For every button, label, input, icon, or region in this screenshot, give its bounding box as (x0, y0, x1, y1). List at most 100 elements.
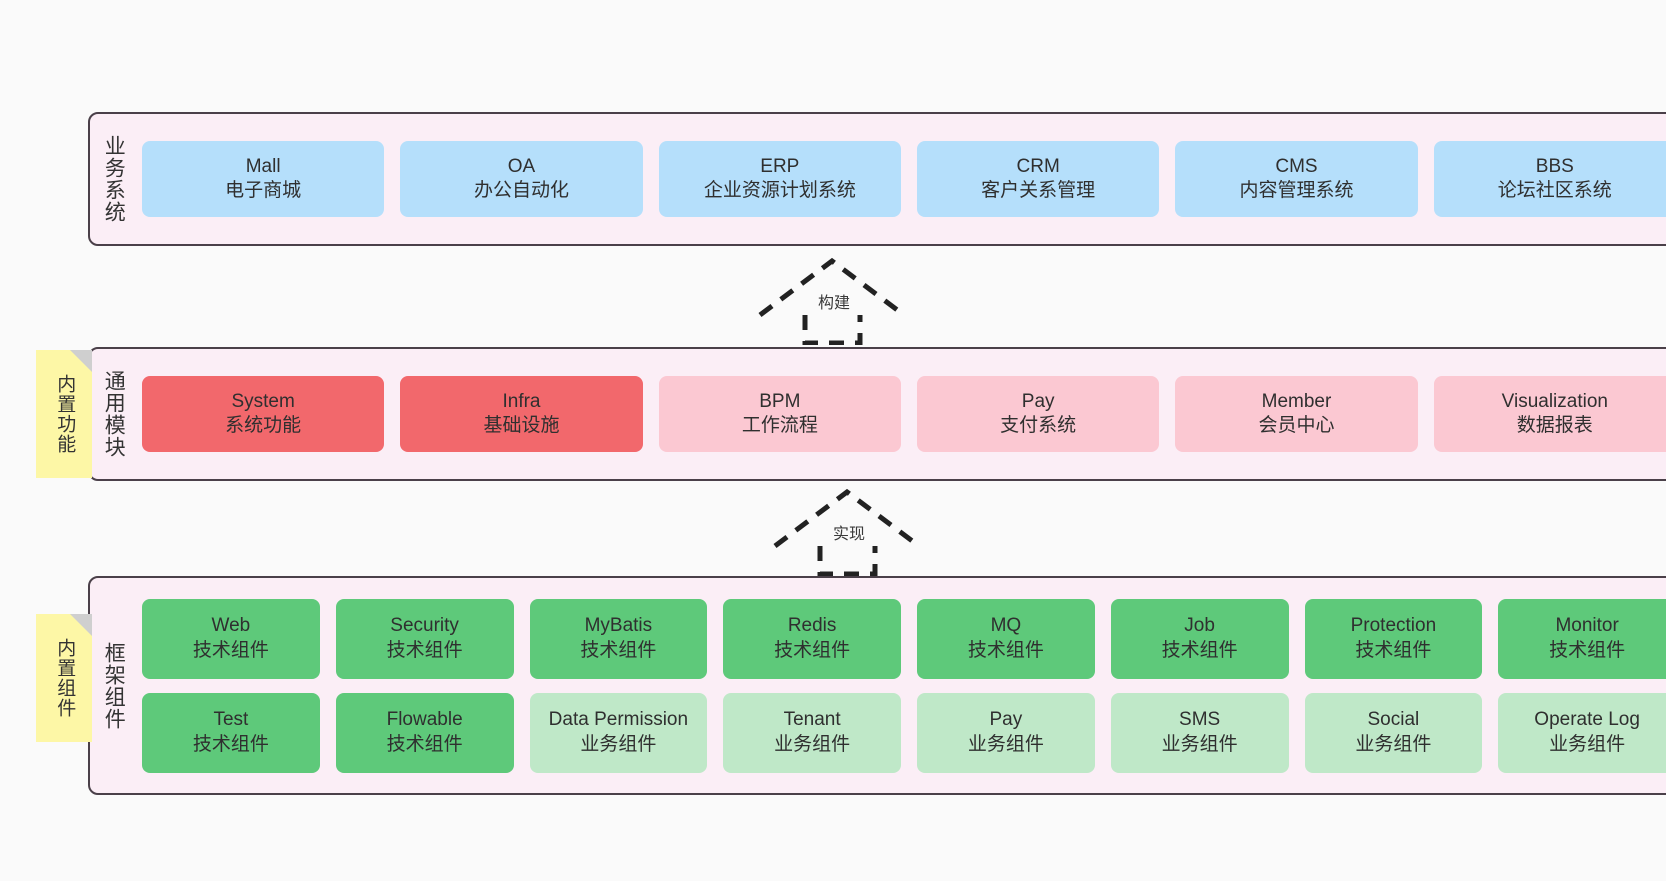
node-crm[interactable]: CRM 客户关系管理 (916, 141, 1160, 217)
node-title: CRM (1016, 155, 1060, 177)
node-subtitle: 技术组件 (192, 733, 269, 755)
node-bbs[interactable]: BBS 论坛社区系统 (1433, 141, 1666, 217)
arrow-label-build: 构建 (818, 295, 851, 312)
layer-row: Test 技术组件 Flowable 技术组件 Data Permission … (142, 692, 1666, 773)
node-security[interactable]: Security 技术组件 (335, 598, 514, 679)
node-subtitle: 技术组件 (1549, 639, 1626, 661)
node-title: Pay (1021, 390, 1055, 412)
arrow-label-implement: 实现 (833, 526, 866, 543)
node-subtitle: 内容管理系统 (1239, 180, 1354, 201)
layer-title-business: 业务系统 (102, 135, 126, 223)
layer-business-systems: 业务系统 Mall 电子商城 OA 办公自动化 ERP 企业资源计划系统 CRM… (88, 112, 1666, 246)
node-pay-component[interactable]: Pay 业务组件 (917, 692, 1095, 773)
layer-framework-components: 框架组件 Web 技术组件 Security 技术组件 MyBatis 技术组件… (88, 576, 1666, 795)
node-subtitle: 数据报表 (1516, 415, 1593, 436)
node-subtitle: 支付系统 (1000, 415, 1077, 436)
node-system[interactable]: System 系统功能 (142, 376, 385, 452)
node-subtitle: 业务组件 (774, 733, 851, 755)
layer-title-modules: 通用模块 (102, 370, 126, 458)
badge-label: 内置功能 (54, 374, 76, 454)
node-title: Infra (502, 390, 541, 412)
generalization-arrow-icon (758, 257, 906, 346)
badge-builtin-components: 内置组件 (36, 614, 92, 742)
layer-body-modules: System 系统功能 Infra 基础设施 BPM 工作流程 Pay 支付系统… (136, 349, 1666, 479)
node-title: Web (211, 615, 251, 637)
node-title: Test (213, 709, 249, 731)
node-subtitle: 会员中心 (1258, 415, 1335, 436)
node-tenant[interactable]: Tenant 业务组件 (723, 692, 901, 773)
node-subtitle: 技术组件 (386, 639, 463, 661)
node-subtitle: 业务组件 (1355, 733, 1432, 755)
node-subtitle: 基础设施 (483, 415, 560, 436)
generalization-arrow-icon (773, 488, 921, 577)
node-bpm[interactable]: BPM 工作流程 (658, 376, 901, 452)
folded-corner-icon (70, 350, 92, 372)
node-title: Data Permission (548, 709, 689, 731)
node-subtitle: 客户关系管理 (981, 180, 1096, 201)
node-mybatis[interactable]: MyBatis 技术组件 (529, 598, 708, 679)
node-title: OA (507, 155, 536, 177)
badge-builtin-features: 内置功能 (36, 350, 92, 478)
node-title: BPM (759, 390, 801, 412)
node-infra[interactable]: Infra 基础设施 (400, 376, 643, 452)
node-subtitle: 电子商城 (225, 180, 302, 201)
node-title: Social (1367, 709, 1420, 731)
node-subtitle: 技术组件 (1355, 639, 1432, 661)
layer-row: Web 技术组件 Security 技术组件 MyBatis 技术组件 Redi… (142, 598, 1666, 679)
node-subtitle: 业务组件 (580, 733, 657, 755)
node-flowable[interactable]: Flowable 技术组件 (335, 692, 514, 773)
node-protection[interactable]: Protection 技术组件 (1304, 598, 1483, 679)
node-subtitle: 论坛社区系统 (1497, 180, 1612, 201)
badge-label: 内置组件 (54, 638, 76, 718)
node-title: Tenant (783, 709, 841, 731)
node-title: Visualization (1501, 390, 1608, 412)
node-title: Monitor (1555, 615, 1619, 637)
node-title: BBS (1535, 155, 1574, 177)
node-subtitle: 技术组件 (967, 639, 1044, 661)
layer-row: System 系统功能 Infra 基础设施 BPM 工作流程 Pay 支付系统… (142, 376, 1666, 452)
node-subtitle: 技术组件 (1161, 639, 1238, 661)
node-test[interactable]: Test 技术组件 (142, 692, 320, 773)
node-title: System (231, 390, 295, 412)
arrow-implement: 实现 (770, 484, 925, 577)
node-subtitle: 技术组件 (580, 639, 657, 661)
node-subtitle: 技术组件 (386, 733, 463, 755)
node-sms[interactable]: SMS 业务组件 (1110, 692, 1289, 773)
node-operate-log[interactable]: Operate Log 业务组件 (1498, 692, 1666, 773)
node-visualization[interactable]: Visualization 数据报表 (1433, 376, 1666, 452)
node-subtitle: 技术组件 (192, 639, 269, 661)
node-title: MQ (990, 615, 1022, 637)
node-subtitle: 系统功能 (225, 415, 302, 436)
node-data-permission[interactable]: Data Permission 业务组件 (529, 692, 708, 773)
node-title: Flowable (386, 709, 463, 731)
node-job[interactable]: Job 技术组件 (1110, 598, 1289, 679)
node-oa[interactable]: OA 办公自动化 (400, 141, 643, 217)
node-title: Member (1261, 390, 1332, 412)
node-subtitle: 办公自动化 (473, 180, 569, 201)
layer-body-business: Mall 电子商城 OA 办公自动化 ERP 企业资源计划系统 CRM 客户关系… (136, 114, 1666, 244)
node-title: Operate Log (1534, 709, 1640, 731)
node-redis[interactable]: Redis 技术组件 (723, 598, 901, 679)
node-social[interactable]: Social 业务组件 (1304, 692, 1483, 773)
layer-common-modules: 通用模块 System 系统功能 Infra 基础设施 BPM 工作流程 Pay… (88, 347, 1666, 481)
node-cms[interactable]: CMS 内容管理系统 (1175, 141, 1418, 217)
node-title: Security (390, 615, 459, 637)
node-title: Protection (1350, 615, 1437, 637)
node-subtitle: 技术组件 (774, 639, 851, 661)
node-subtitle: 工作流程 (741, 415, 818, 436)
node-web[interactable]: Web 技术组件 (142, 598, 320, 679)
node-title: ERP (760, 155, 800, 177)
node-subtitle: 业务组件 (1161, 733, 1238, 755)
node-erp[interactable]: ERP 企业资源计划系统 (658, 141, 901, 217)
node-title: MyBatis (584, 615, 653, 637)
layer-body-frame: Web 技术组件 Security 技术组件 MyBatis 技术组件 Redi… (136, 578, 1666, 793)
node-member[interactable]: Member 会员中心 (1175, 376, 1418, 452)
layer-title-frame: 框架组件 (102, 641, 126, 730)
node-monitor[interactable]: Monitor 技术组件 (1498, 598, 1666, 679)
node-title: Job (1184, 615, 1215, 637)
node-pay-module[interactable]: Pay 支付系统 (916, 376, 1160, 452)
layer-row: Mall 电子商城 OA 办公自动化 ERP 企业资源计划系统 CRM 客户关系… (142, 141, 1666, 217)
node-mall[interactable]: Mall 电子商城 (142, 141, 385, 217)
node-title: SMS (1179, 709, 1221, 731)
node-mq[interactable]: MQ 技术组件 (917, 598, 1095, 679)
